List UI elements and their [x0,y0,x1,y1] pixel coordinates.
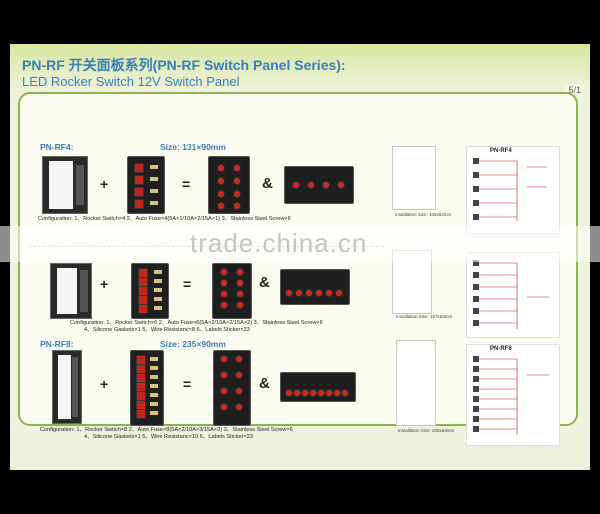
installation-size: Installation Size: 105x63mm [395,212,452,217]
configuration-text: Configuration: 1、Rocker Switch×6 2、Auto … [70,320,323,326]
assembled-panel [213,350,251,426]
configuration-text-2: 4、Silicone Gaskets×1 5、Wire Resistanc×8 … [84,327,250,333]
plus-sign: + [100,376,109,392]
configuration-text: Configuration: 1、Rocker Switch×4 2、Auto … [38,216,291,222]
equals-sign: = [183,376,192,392]
mounting-frame [52,350,82,424]
watermark-band [0,226,600,262]
equals-sign: = [182,176,191,192]
header-band [10,44,590,90]
installation-size: Installation Size: 208x63mm [398,428,455,433]
plus-sign: + [100,176,109,192]
switch-module [127,156,165,214]
model-label-rf4: PN-RF4: [40,142,74,152]
model-label-rf8: PN-RF8: [40,339,74,349]
ampersand: & [259,375,270,392]
assembled-panel [212,263,252,319]
wiring-title: PN-RF8 [490,346,512,352]
mounting-frame [42,156,88,214]
watermark: trade.china.cn [190,228,368,258]
panel-side-view [280,372,356,402]
configuration-text-2: 4、Silicone Gaskets×1 5、Wire Resistanc×10… [84,434,253,440]
ampersand: & [262,175,273,192]
switch-module [131,263,169,319]
size-label-rf4: Size: 131×90mm [160,142,226,152]
size-label-rf8: Size: 235×90mm [160,339,226,349]
plus-sign: + [100,276,109,292]
equals-sign: = [183,276,192,292]
installation-drawing [392,146,436,210]
page-subtitle: LED Rocker Switch 12V Switch Panel [22,74,240,89]
panel-side-view [280,269,350,305]
ampersand: & [259,274,270,291]
configuration-text: Configuration: 1、Rocker Switch×8 2、Auto … [40,427,293,433]
installation-drawing [396,340,436,426]
switch-module [130,350,164,426]
wiring-diagram [466,146,560,234]
page-title: PN-RF 开关面板系列(PN-RF Switch Panel Series): [22,57,346,73]
installation-size: Installation Size: 157x63mm [396,314,453,319]
mounting-frame [50,263,92,319]
panel-side-view [284,166,354,204]
wiring-diagram [466,252,560,338]
assembled-panel [208,156,250,214]
wiring-diagram [466,344,560,446]
wiring-title: PN-RF4 [490,148,512,154]
